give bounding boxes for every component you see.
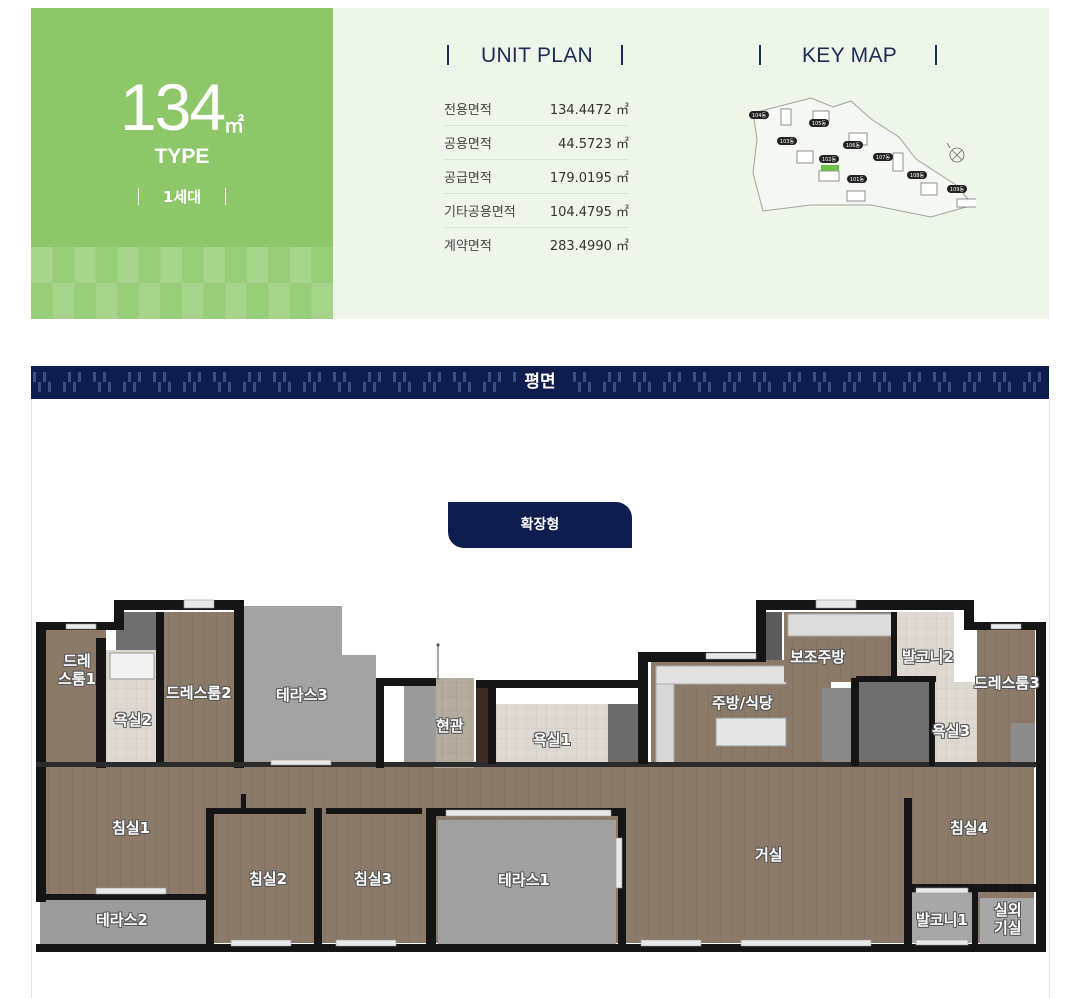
room-bath3: 욕실3 — [932, 722, 971, 740]
building-tag: 109동 — [947, 185, 967, 193]
room-dress3: 드레스룸3 — [974, 674, 1040, 692]
area-size: 134㎡ — [31, 74, 333, 140]
building-tag: 102동 — [819, 155, 839, 171]
room-bed1: 침실1 — [112, 819, 151, 837]
svg-text:102동: 102동 — [822, 157, 837, 163]
area-unit: ㎡ — [224, 113, 245, 137]
room-dress2: 드레스룸2 — [166, 684, 232, 702]
floor-plan: 드레 스룸1 드레스룸2 욕실2 테라스3 현관 욕실1 주방/식당 보조주방 … — [36, 598, 1046, 954]
floor-plan-title: 평면 — [518, 372, 562, 392]
building-block — [846, 190, 866, 202]
building-block — [920, 182, 938, 196]
room-bed3: 침실3 — [354, 870, 393, 888]
key-map-heading: KEY MAP — [759, 44, 938, 68]
room-bath1: 욕실1 — [533, 731, 572, 749]
type-label: TYPE — [154, 145, 210, 168]
room-balcony1: 발코니1 — [916, 911, 968, 929]
compass-icon — [946, 142, 965, 163]
expanded-type-tab[interactable]: 확장형 — [448, 502, 632, 548]
svg-text:108동: 108동 — [910, 173, 925, 179]
unit-plan-heading: UNIT PLAN — [447, 44, 624, 68]
room-terrace1: 테라스1 — [498, 871, 550, 889]
room-outdoor-unit: 실외 기실 — [994, 901, 1022, 937]
building-tag: 104동 — [749, 111, 769, 119]
room-terrace3: 테라스3 — [276, 686, 328, 704]
svg-text:101동: 101동 — [850, 177, 865, 183]
room-dress1: 드레 스룸1 — [58, 652, 96, 688]
building-block — [892, 152, 904, 172]
dress-room-1-label: 드레 스룸1 — [58, 652, 97, 688]
room-entrance: 현관 — [436, 717, 464, 735]
svg-text:109동: 109동 — [950, 187, 965, 193]
building-tag: 105동 — [809, 119, 829, 127]
building-tag: 101동 — [847, 175, 867, 183]
household-count: 1세대 — [31, 186, 333, 207]
room-balcony2: 발코니2 — [902, 648, 954, 666]
area-number: 134 — [119, 70, 226, 144]
room-bed2: 침실2 — [249, 870, 288, 888]
room-bath2: 욕실2 — [114, 711, 153, 729]
svg-text:106동: 106동 — [846, 143, 861, 149]
building-block — [956, 198, 976, 208]
room-living: 거실 — [755, 846, 783, 864]
svg-text:103동: 103동 — [780, 139, 795, 145]
key-map: 104동 105동 106동 103동 102동 107동 101동 108동 109동 — [749, 97, 976, 218]
svg-text:107동: 107동 — [876, 155, 891, 161]
building-tag: 108동 — [907, 171, 927, 179]
room-bed4: 침실4 — [950, 819, 989, 837]
room-terrace2: 테라스2 — [96, 911, 148, 929]
checker-pattern — [31, 247, 333, 319]
svg-text:104동: 104동 — [752, 113, 767, 119]
building-tag: 103동 — [777, 137, 797, 145]
building-block — [780, 108, 792, 126]
room-kitchen: 주방/식당 — [712, 694, 773, 712]
room-sub-kitchen: 보조주방 — [790, 648, 846, 666]
svg-text:105동: 105동 — [812, 121, 827, 127]
type-card: 134㎡ TYPE 1세대 — [31, 8, 333, 319]
building-block — [796, 150, 814, 164]
floor-plan-banner: 평면 — [31, 366, 1049, 399]
floor-plan-drawing — [36, 599, 1046, 952]
building-block — [818, 170, 840, 182]
building-tag: 106동 — [843, 141, 863, 149]
building-tag: 107동 — [873, 153, 893, 161]
